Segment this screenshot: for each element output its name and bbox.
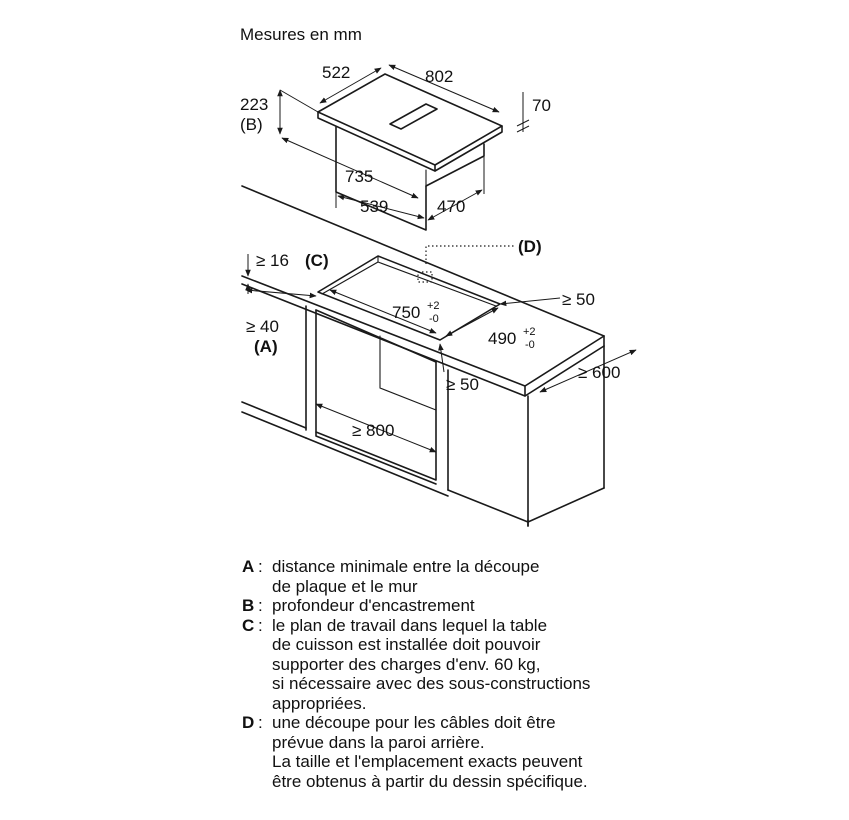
dim-539-line: [337, 194, 425, 220]
legend-text: profondeur d'encastrement: [272, 596, 475, 615]
dim-490-line: [445, 307, 499, 337]
legend-text: être obtenus à partir du dessin spécifiq…: [272, 771, 588, 791]
dim-522-label: 522: [322, 63, 350, 82]
dim-800-line: [315, 403, 437, 453]
dim-490-label: 490: [488, 329, 516, 348]
dim-539-label: 539: [360, 197, 388, 216]
dim-470-label: 470: [437, 197, 465, 216]
worktop-cutout: [317, 255, 501, 341]
dim-735-line: [281, 137, 419, 199]
cabinet-base: [447, 487, 605, 523]
ref-a-label: (A): [254, 337, 278, 356]
legend: A:distance minimale entre la découpe de …: [242, 557, 590, 791]
dim-470-line: [427, 189, 483, 221]
cabinet-inner-shelf: [379, 335, 437, 411]
dim-40-label: ≥ 40: [246, 317, 279, 336]
legend-text: La taille et l'emplacement exacts peuven…: [272, 752, 583, 771]
legend-text: de cuisson est installée doit pouvoir: [272, 635, 541, 654]
legend-text: prévue dans la paroi arrière.: [272, 732, 485, 752]
dim-750-tol-minus: -0: [429, 313, 439, 325]
legend-text: si nécessaire avec des sous-construction…: [272, 674, 591, 693]
legend-item-a: A:distance minimale entre la découpe: [242, 557, 540, 576]
legend-text: de plaque et le mur: [272, 576, 418, 596]
legend-item-c: C:le plan de travail dans lequel la tabl…: [242, 615, 548, 635]
legend-text: le plan de travail dans lequel la table: [272, 615, 548, 635]
dim-223-label: 223: [240, 95, 268, 114]
dim-750-tol-plus: +2: [427, 300, 440, 312]
legend-item-b: B:profondeur d'encastrement: [242, 596, 475, 615]
dim-522-line: [319, 67, 382, 104]
legend-item-d: D:une découpe pour les câbles doit être: [242, 713, 556, 732]
dim-50-rear-line: [499, 297, 561, 307]
dim-750-label: 750: [392, 303, 420, 322]
legend-key: D: [242, 713, 255, 732]
dim-800-label: ≥ 800: [352, 421, 394, 440]
legend-key: A: [242, 557, 255, 576]
measure-unit-header: Mesures en mm: [240, 25, 362, 44]
ref-b-label: (B): [240, 115, 263, 134]
dim-50-front-label: ≥ 50: [446, 375, 479, 394]
ref-d-leader: [425, 245, 514, 264]
legend-text: distance minimale entre la découpe: [272, 557, 540, 576]
worktop-thickness: [241, 283, 605, 397]
hob-drawing: Mesures en mm 522 802 70 223 (B) 735 539…: [240, 25, 551, 231]
dim-50-rear-label: ≥ 50: [562, 290, 595, 309]
worktop-front-edge: [241, 275, 605, 387]
ref-d-label: (D): [518, 237, 542, 256]
dim-16-label: ≥ 16: [256, 251, 289, 270]
cable-cutout: [417, 271, 433, 283]
dim-750-line: [329, 289, 437, 334]
dim-50-front-line: [438, 343, 445, 373]
dim-490-tol-minus: -0: [525, 339, 535, 351]
hob-vent-slot: [389, 103, 438, 130]
legend-key: B: [242, 596, 255, 615]
hob-glass-top: [317, 73, 503, 166]
dim-802-line: [388, 64, 500, 113]
legend-text: supporter des charges d'env. 60 kg,: [272, 654, 541, 674]
dim-70-label: 70: [532, 96, 551, 115]
ref-c-label: (C): [305, 251, 329, 270]
back-wall-edge: [241, 185, 605, 337]
floor-left: [241, 401, 307, 429]
dim-40-line: [245, 287, 317, 299]
dim-490-tol-plus: +2: [523, 326, 536, 338]
legend-text: appropriées.: [272, 693, 367, 713]
dim-802-label: 802: [425, 67, 453, 86]
worktop-drawing: ≥ 16 (C) (D) 750 +2 -0 490 +2 -0 ≥ 50 ≥ …: [241, 185, 637, 527]
dim-735-label: 735: [345, 167, 373, 186]
legend-key: C: [242, 615, 255, 635]
dim-600-line: [539, 349, 637, 393]
legend-text: une découpe pour les câbles doit être: [272, 713, 556, 732]
dim-600-label: ≥ 600: [578, 363, 620, 382]
